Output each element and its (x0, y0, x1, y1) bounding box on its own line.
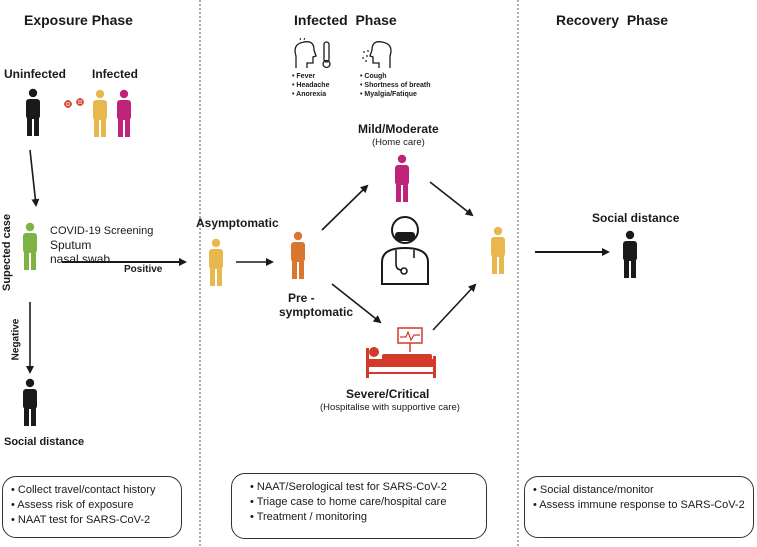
exposure-actions-box: • Collect travel/contact history • Asses… (2, 476, 182, 538)
cough-head-icon (362, 41, 392, 68)
arrow-pre-to-severe (331, 283, 382, 324)
pre-symptomatic-label-2: symptomatic (279, 305, 354, 319)
recovery-actions-box: • Social distance/monitor • Assess immun… (524, 476, 754, 538)
infected-action-2: • Triage case to home care/hospital care (250, 496, 447, 508)
symptom-myalgia: • Myalgia/Fatique (360, 91, 417, 98)
screening-label: COVID-19 Screening (50, 225, 154, 237)
infected-actions-box: • NAAT/Serological test for SARS-CoV-2 •… (231, 473, 487, 539)
uninfected-person-icon (26, 88, 40, 136)
infected-action-3: • Treatment / monitoring (250, 511, 367, 523)
hospitalise-label: (Hospitalise with supportive care) (320, 402, 460, 413)
recovery-person-icon (623, 230, 637, 278)
recovery-action-2: • Assess immune response to SARS-CoV-2 (533, 499, 745, 511)
home-care-label: (Home care) (372, 137, 425, 148)
symptoms-list-right: • Cough • Shortness of breath • Myalgia/… (360, 72, 431, 99)
infected-label: Infected (92, 67, 139, 81)
positive-label: Positive (124, 264, 163, 275)
symptom-fever: • Fever (292, 73, 316, 80)
symptom-cough: • Cough (360, 73, 387, 80)
symptom-headache: • Headache (292, 82, 330, 89)
infected-person-magenta-icon (117, 89, 131, 137)
severe-critical-label: Severe/Critical (346, 387, 430, 401)
arrow-uninfected-to-suspected (29, 149, 40, 207)
suspected-case-label: Supected case (1, 213, 13, 291)
symptoms-list-left: • Fever • Headache • Anorexia (292, 72, 329, 99)
recovery-social-distance-label: Social distance (592, 211, 680, 225)
mild-moderate-label: Mild/Moderate (358, 122, 439, 136)
asymptomatic-label: Asymptomatic (196, 216, 279, 230)
infected-action-1: • NAAT/Serological test for SARS-CoV-2 (250, 481, 447, 493)
exposure-phase-title: Exposure Phase (24, 12, 133, 28)
symptom-anorexia: • Anorexia (292, 91, 327, 98)
infected-phase-title: Infected Phase (294, 12, 397, 28)
exposure-action-2: • Assess risk of exposure (11, 499, 134, 511)
exposure-action-3: • NAAT test for SARS-CoV-2 (11, 514, 151, 526)
fever-head-thermometer-icon (294, 38, 331, 69)
arrow-severe-to-recovered (432, 283, 477, 331)
recovery-action-1: • Social distance/monitor (533, 484, 654, 496)
social-distance-label: Social distance (4, 436, 85, 448)
asymptomatic-person-icon (209, 238, 223, 286)
exposure-action-1: • Collect travel/contact history (11, 484, 156, 496)
hospital-bed-icon (366, 327, 436, 378)
arrow-pre-to-mild (321, 184, 369, 231)
uninfected-label: Uninfected (4, 67, 67, 81)
recovered-person-icon (491, 226, 505, 274)
virus-particles-icon (64, 98, 84, 108)
doctor-icon (381, 216, 429, 285)
recovery-phase-title: Recovery Phase (556, 12, 669, 28)
pre-symptomatic-person-icon (291, 231, 305, 279)
negative-label: Negative (10, 318, 22, 361)
pre-symptomatic-label-1: Pre - (288, 291, 315, 305)
sputum-label: Sputum (50, 238, 92, 252)
infected-person-yellow-icon (93, 89, 107, 137)
nasal-swab-label: nasal swab (50, 252, 111, 266)
symptom-shortness-of-breath: • Shortness of breath (360, 82, 431, 89)
suspected-person-icon (23, 222, 37, 270)
arrow-mild-to-recovered (429, 181, 474, 217)
mild-person-icon (395, 154, 409, 202)
social-distance-person-icon (23, 378, 37, 426)
